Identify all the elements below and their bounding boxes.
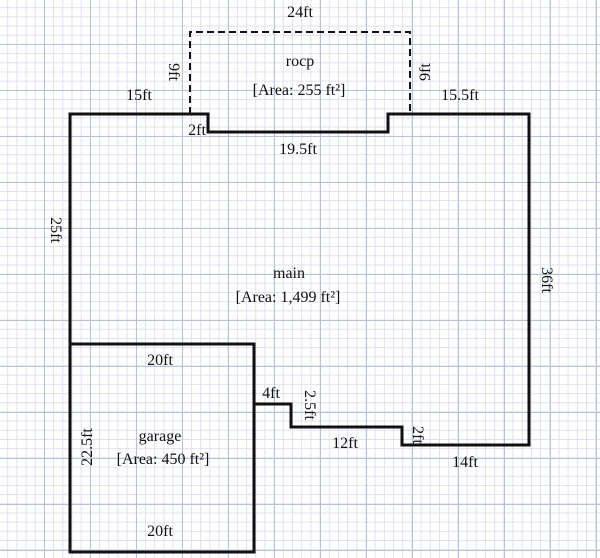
dim-main-left: 25ft xyxy=(47,217,64,243)
dim-rocp-right: 9ft xyxy=(417,63,434,81)
rocp-area: [Area: 255 ft²] xyxy=(252,82,346,99)
dim-step-2-5: 2.5ft xyxy=(301,390,318,420)
dim-rocp-left: 9ft xyxy=(165,63,182,81)
garage-area: [Area: 450 ft²] xyxy=(116,451,210,468)
dim-main-notch-depth: 2ft xyxy=(188,122,206,139)
garage-outline[interactable] xyxy=(68,342,256,554)
dim-step-2: 2ft xyxy=(409,426,426,444)
dim-step-12: 12ft xyxy=(332,435,358,452)
dim-garage-bottom: 20ft xyxy=(147,523,173,540)
rocp-outline[interactable] xyxy=(189,31,411,114)
dim-step-4: 4ft xyxy=(262,385,280,402)
main-area: [Area: 1,499 ft²] xyxy=(235,289,341,306)
dim-garage-left: 22.5ft xyxy=(79,428,96,466)
dim-main-bottom: 14ft xyxy=(452,454,478,471)
garage-name: garage xyxy=(138,428,182,445)
rocp-name: rocp xyxy=(285,53,315,70)
dim-garage-top: 20ft xyxy=(147,352,173,369)
main-name: main xyxy=(273,265,305,282)
dim-main-right: 36ft xyxy=(538,267,555,293)
dim-rocp-top: 24ft xyxy=(287,4,313,21)
dim-main-notch-width: 19.5ft xyxy=(279,141,317,158)
dim-main-top-left: 15ft xyxy=(126,87,152,104)
dim-main-top-right: 15.5ft xyxy=(441,87,479,104)
